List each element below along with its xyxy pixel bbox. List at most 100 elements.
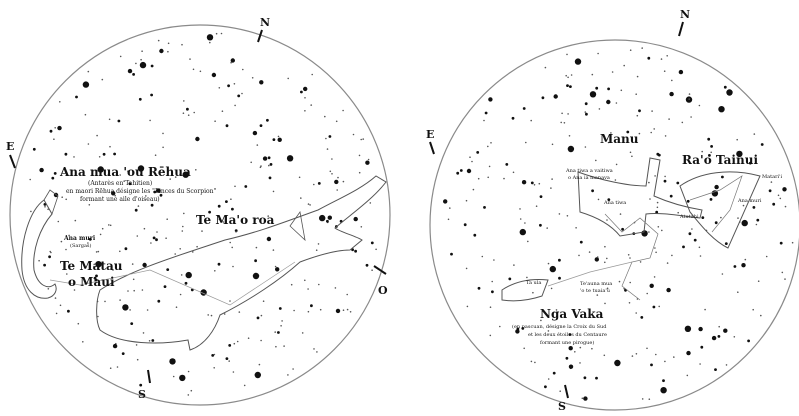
star-dot — [647, 56, 651, 60]
star-dot — [508, 277, 512, 281]
star-dot — [566, 53, 568, 56]
star-dot — [88, 204, 91, 206]
star-dot — [566, 215, 569, 217]
star-dot — [272, 249, 275, 251]
star-dot — [584, 102, 588, 106]
star-dot — [540, 319, 542, 322]
star-dot — [254, 371, 261, 379]
star-dot — [574, 58, 582, 65]
star-dot — [182, 112, 185, 114]
star-dot — [286, 155, 294, 162]
star-dot — [596, 256, 599, 258]
label-nga-vaka-note-2: et les deux étoiles du Centaure — [528, 331, 607, 338]
star-dot — [627, 254, 630, 256]
star-dot — [566, 84, 569, 87]
star-dot — [65, 198, 67, 201]
star-dot — [174, 176, 177, 178]
star-dot — [98, 156, 101, 158]
star-dot — [127, 68, 133, 74]
star-dot — [741, 219, 748, 227]
star-dot — [104, 300, 106, 303]
star-dot — [471, 160, 473, 163]
star-dot — [73, 156, 75, 158]
star-dot — [38, 259, 40, 262]
star-dot — [707, 137, 711, 141]
star-dot — [256, 316, 260, 320]
star-dot — [522, 107, 526, 110]
star-dot — [443, 199, 448, 204]
star-dot — [512, 171, 515, 174]
star-dot — [310, 304, 313, 308]
left-south-tick — [147, 369, 151, 384]
star-dot — [137, 205, 140, 207]
star-dot — [484, 111, 488, 115]
star-dot — [584, 111, 587, 113]
star-dot — [272, 190, 275, 193]
star-dot — [217, 204, 221, 208]
star-dot — [192, 68, 195, 71]
star-dot — [686, 199, 690, 203]
star-dot — [693, 238, 697, 242]
star-dot — [579, 362, 581, 364]
star-dot — [736, 150, 743, 158]
star-dot — [182, 171, 189, 178]
star-dot — [568, 364, 574, 369]
star-dot — [655, 210, 659, 214]
star-dot — [752, 206, 756, 209]
star-dot — [274, 265, 277, 268]
star-dot — [579, 240, 583, 244]
star-dot — [655, 251, 657, 254]
star-dot — [784, 205, 787, 208]
star-dot — [753, 133, 756, 135]
star-dot — [483, 119, 485, 122]
right-north-label: N — [680, 8, 690, 21]
right-east-tick — [429, 141, 435, 155]
star-dot — [169, 358, 176, 365]
star-dot — [663, 179, 667, 183]
star-dot — [621, 227, 624, 231]
star-dot — [119, 250, 121, 253]
star-dot — [262, 300, 265, 303]
star-dot — [551, 178, 553, 180]
star-dot — [334, 179, 339, 185]
star-dot — [671, 254, 673, 257]
star-dot — [681, 121, 684, 124]
star-dot — [568, 333, 572, 336]
star-dot — [97, 250, 100, 253]
star-dot — [629, 49, 632, 51]
star-dot — [538, 182, 541, 185]
left-link-line — [49, 261, 296, 306]
star-dot — [108, 118, 111, 121]
star-dot — [606, 99, 611, 105]
star-dot — [244, 185, 248, 188]
star-dot — [648, 181, 650, 184]
star-dot — [132, 278, 135, 281]
star-dot — [358, 171, 361, 174]
star-dot — [640, 316, 644, 319]
fan-inner-lines — [689, 175, 743, 233]
star-dot — [742, 204, 745, 207]
star-dot — [658, 305, 660, 308]
star-dot — [75, 95, 78, 99]
star-dot — [141, 50, 143, 52]
star-dot — [523, 347, 525, 350]
star-dot — [209, 41, 211, 44]
star-dot — [654, 247, 656, 249]
star-dot — [237, 94, 241, 98]
star-dot — [591, 73, 594, 76]
star-dot — [342, 180, 345, 183]
star-dot — [142, 332, 145, 334]
star-dot — [724, 242, 728, 246]
star-dot — [283, 345, 285, 347]
star-dot — [678, 69, 684, 75]
star-dot — [584, 146, 587, 148]
star-dot — [547, 262, 550, 265]
star-dot — [325, 137, 327, 140]
star-dot — [598, 108, 601, 110]
star-dot — [641, 398, 644, 400]
star-dot — [469, 156, 471, 158]
star-dot — [488, 97, 493, 102]
star-dot — [272, 138, 276, 142]
star-dot — [628, 302, 631, 304]
star-dot — [234, 185, 236, 188]
